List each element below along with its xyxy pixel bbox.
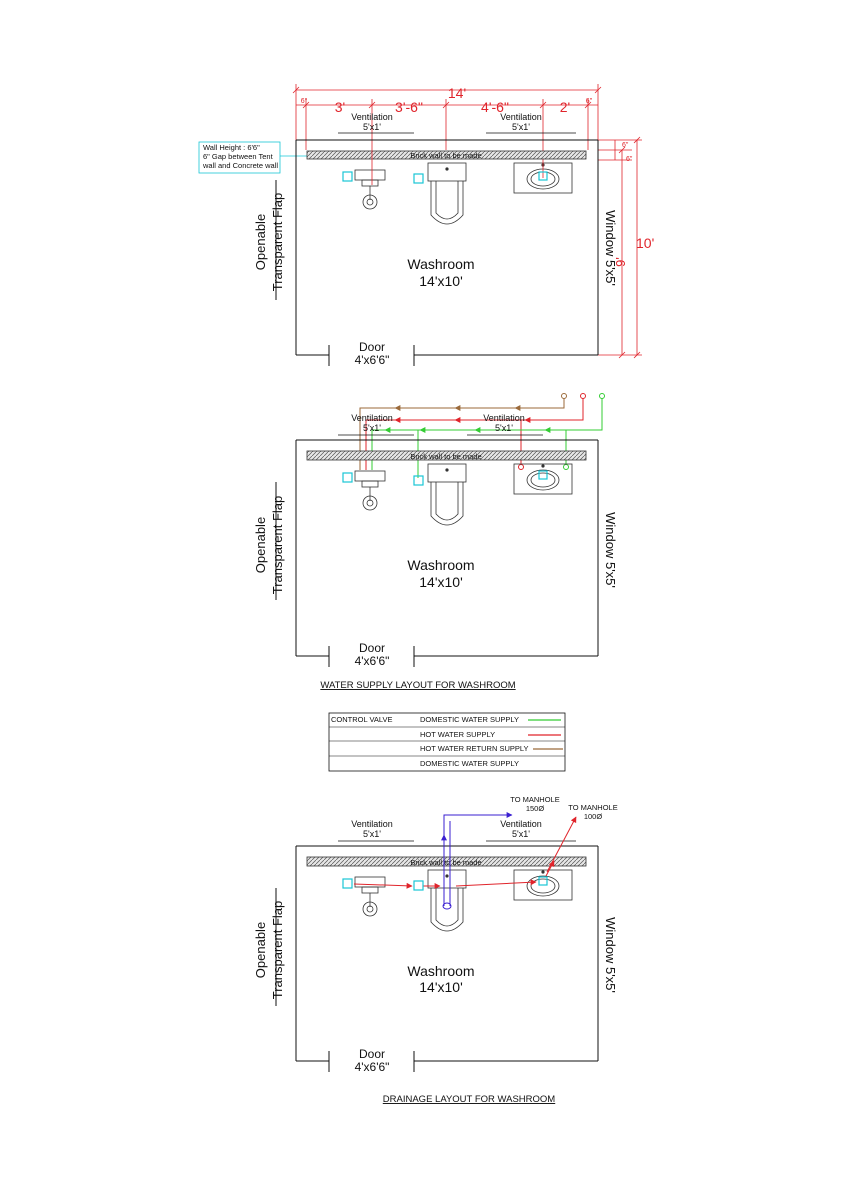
room-size: 14'x10' [419, 574, 463, 590]
room-walls [275, 139, 599, 366]
door-size: 4'x6'6" [355, 1060, 390, 1074]
ventilation-left: Ventilation 5'x1' [338, 112, 414, 134]
room-size: 14'x10' [419, 979, 463, 995]
flap-label-2: Transparent Flap [270, 901, 285, 1000]
door-label: Door [359, 1047, 385, 1061]
dim-overall-height: 10' [636, 235, 654, 251]
flap-label-2: Transparent Flap [270, 496, 285, 595]
ventilation-left: Ventilation 5'x1' [338, 819, 414, 842]
dim-seg-4: 2' [560, 99, 570, 115]
legend-row-3: HOT WATER RETURN SUPPLY [420, 744, 528, 753]
fixture-marker [538, 876, 548, 886]
dim-edge-left: 6" [301, 98, 308, 105]
room-size: 14'x10' [419, 273, 463, 289]
door-size: 4'x6'6" [355, 353, 390, 367]
brick-wall-label: Brick wall to be made [410, 151, 481, 160]
brick-wall-label: Brick wall to be made [410, 858, 481, 867]
room-walls [275, 439, 599, 667]
ventilation-left: Ventilation 5'x1' [338, 413, 414, 436]
legend-row-2: HOT WATER SUPPLY [420, 730, 495, 739]
drainage-plan: Ventilation 5'x1' Ventilation 5'x1' Bric… [253, 795, 618, 1105]
brick-wall [306, 450, 587, 461]
waste-drain-pipe [353, 816, 577, 889]
window-label: Window 5'x5' [603, 917, 618, 993]
ventilation-right: Ventilation 5'x1' [467, 413, 543, 436]
brick-wall [306, 150, 587, 160]
soil-drain-pipe [441, 812, 513, 910]
fixture-marker [342, 878, 353, 889]
manhole-150-label-2: 150Ø [526, 804, 545, 813]
drainage-title: DRAINAGE LAYOUT FOR WASHROOM [383, 1094, 556, 1105]
fixture-marker [413, 173, 424, 184]
dimension-lines [292, 84, 642, 359]
dim-edge-right: 6" [586, 98, 593, 105]
hot-water-supply-pipe [365, 393, 586, 470]
dim-side-top: 6" [622, 142, 629, 149]
water-supply-title: WATER SUPPLY LAYOUT FOR WASHROOM [320, 680, 515, 691]
manhole-150-label-1: TO MANHOLE [510, 795, 559, 804]
dimension-plan: 14' 6" 3' 3'-6" 4'-6" 2' 6" 6" 6" 9' 10'… [198, 84, 654, 367]
svg-text:5'x1': 5'x1' [363, 423, 381, 433]
svg-text:Ventilation: Ventilation [351, 819, 393, 829]
room-name: Washroom [407, 256, 474, 272]
svg-text:Ventilation: Ventilation [500, 112, 542, 122]
fixture-marker [342, 472, 353, 483]
brick-wall-label: Brick wall to be made [410, 452, 481, 461]
fixture-marker [413, 880, 424, 891]
room-walls [275, 845, 599, 1072]
hot-water-return-pipe [359, 393, 567, 470]
room-name: Washroom [407, 963, 474, 979]
ventilation-right: Ventilation 5'x1' [486, 112, 576, 134]
svg-text:Ventilation: Ventilation [351, 112, 393, 122]
svg-text:6" Gap between Tent: 6" Gap between Tent [203, 152, 274, 161]
fixture-marker [342, 171, 353, 182]
fixture-marker [538, 171, 548, 181]
door-size: 4'x6'6" [355, 654, 390, 668]
fixture-marker [538, 470, 548, 480]
svg-text:wall and Concrete wall: wall and Concrete wall [202, 161, 278, 170]
brick-wall [306, 856, 587, 867]
pipe-legend: CONTROL VALVE DOMESTIC WATER SUPPLY HOT … [328, 712, 566, 772]
svg-text:5'x1': 5'x1' [512, 122, 530, 132]
door-label: Door [359, 641, 385, 655]
flap-label-1: Openable [253, 922, 268, 978]
manhole-100-label-1: TO MANHOLE [568, 803, 617, 812]
legend-control-valve: CONTROL VALVE [331, 715, 393, 724]
flap-label-2: Transparent Flap [270, 193, 285, 292]
flap-label-1: Openable [253, 517, 268, 573]
dim-seg-2: 3'-6" [395, 99, 423, 115]
dim-seg-3: 4'-6" [481, 99, 509, 115]
dim-overall-width: 14' [448, 85, 466, 101]
domestic-water-pipe [371, 393, 605, 478]
svg-text:Ventilation: Ventilation [500, 819, 542, 829]
svg-text:5'x1': 5'x1' [363, 829, 381, 839]
window-label: Window 5'x5' [603, 512, 618, 588]
manhole-100-label-2: 100Ø [584, 812, 603, 821]
svg-text:Ventilation: Ventilation [483, 413, 525, 423]
dim-seg-1: 3' [335, 99, 345, 115]
ventilation-right: Ventilation 5'x1' [486, 819, 576, 842]
svg-text:5'x1': 5'x1' [512, 829, 530, 839]
wall-height-note: Wall Height : 6'6" 6" Gap between Tent w… [198, 141, 307, 174]
room-name: Washroom [407, 557, 474, 573]
window-label: Window 5'x5' [603, 210, 618, 286]
svg-text:Ventilation: Ventilation [351, 413, 393, 423]
dim-side-gap: 6" [626, 156, 633, 163]
door-label: Door [359, 340, 385, 354]
legend-row-1: DOMESTIC WATER SUPPLY [420, 715, 519, 724]
dim-inner-height: 9' [613, 257, 628, 267]
water-supply-plan: Ventilation 5'x1' Ventilation 5'x1' Bric… [253, 393, 618, 691]
legend-row-4: DOMESTIC WATER SUPPLY [420, 759, 519, 768]
flap-label-1: Openable [253, 214, 268, 270]
fixture-marker [413, 475, 424, 486]
svg-text:5'x1': 5'x1' [495, 423, 513, 433]
svg-text:5'x1': 5'x1' [363, 122, 381, 132]
svg-text:Wall Height : 6'6": Wall Height : 6'6" [203, 143, 260, 152]
